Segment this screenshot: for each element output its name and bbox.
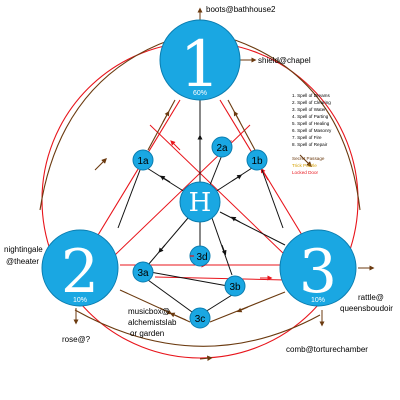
secret-arc-right	[234, 39, 361, 211]
room-3a-label: 3a	[137, 268, 149, 279]
secret-arc-bottom	[74, 309, 321, 347]
conn-h-3	[219, 211, 286, 246]
item-musicbox-alt: or garden	[130, 329, 164, 338]
secret-arrow	[233, 110, 241, 123]
room-3a[interactable]: 3a	[132, 261, 154, 283]
conn-arrow	[231, 174, 243, 182]
edge-1-2	[94, 99, 181, 241]
room-1[interactable]: 1 60%	[159, 19, 241, 102]
room-1b-label: 1b	[251, 156, 263, 167]
conn-h-3b	[211, 217, 233, 276]
item-nightingale-location: @theater	[6, 257, 39, 266]
room-2-percent: 10%	[73, 297, 87, 304]
secret-arrow	[162, 110, 170, 123]
conn-arrow	[158, 244, 166, 253]
legend-spell-5: 5. Spell of Healing	[292, 121, 330, 126]
item-shield: shield@chapel	[258, 56, 311, 65]
conn-arrow	[221, 244, 227, 256]
room-3d[interactable]: 3d	[189, 245, 211, 267]
conn-arrow	[159, 175, 171, 183]
legend-spell-8: 8. Spell of Repair	[292, 142, 328, 147]
item-rattle-location: queensboudoir	[340, 304, 393, 313]
secret-arc-left	[39, 39, 171, 211]
legend-spell-3: 3. Spell of Water	[292, 107, 326, 112]
legend: 1. Spell of Dreams 2. Spell of Clearing …	[292, 93, 332, 175]
conn-3a-3c	[147, 279, 193, 313]
secret-1b-1	[227, 99, 256, 151]
item-musicbox-location: alchemistslab	[128, 318, 177, 327]
secret-arrow	[299, 154, 312, 167]
room-3d-label: 3d	[196, 252, 207, 263]
room-h[interactable]: H	[179, 181, 221, 223]
conn-arrow	[230, 216, 241, 223]
conn-3b-3c	[204, 294, 233, 313]
item-musicbox: musicbox@	[128, 307, 170, 316]
room-1a-label: 1a	[137, 156, 149, 167]
legend-spell-2: 2. Spell of Clearing	[292, 100, 331, 105]
conn-h-2a	[209, 154, 223, 186]
room-3c-label: 3c	[195, 314, 206, 325]
room-1a[interactable]: 1a	[132, 149, 154, 171]
pointer-musicbox	[169, 312, 187, 321]
room-3-percent: 10%	[311, 297, 325, 304]
legend-locked-door: Locked Door	[292, 170, 319, 175]
conn-h-3a	[147, 217, 189, 266]
room-2[interactable]: 2 10%	[41, 229, 119, 307]
room-3[interactable]: 3 10%	[279, 229, 357, 307]
legend-spell-1: 1. Spell of Dreams	[292, 93, 330, 98]
legend-trick-puzzle: Trick Puzzle	[292, 163, 317, 168]
room-2a[interactable]: 2a	[211, 136, 233, 158]
room-1b[interactable]: 1b	[246, 149, 268, 171]
item-rattle: rattle@	[358, 293, 384, 302]
room-h-label: H	[189, 188, 212, 218]
red-chord-3a-3	[154, 276, 286, 281]
room-1-label: 1	[180, 28, 221, 102]
room-3-label: 3	[299, 237, 337, 307]
secret-arrow	[236, 306, 249, 313]
item-nightingale: nightingale	[4, 245, 43, 254]
room-3b[interactable]: 3b	[224, 275, 246, 297]
locked-arrow	[170, 140, 181, 151]
item-boots: boots@bathhouse2	[206, 5, 276, 14]
legend-spell-4: 4. Spell of Parting	[292, 114, 329, 119]
legend-secret-passage: Secret Passage	[292, 156, 325, 161]
room-1-percent: 60%	[193, 90, 207, 97]
item-rose: rose@?	[62, 335, 91, 344]
room-3b-label: 3b	[229, 282, 241, 293]
legend-spell-7: 7. Spell of Fire	[292, 135, 322, 140]
item-comb: comb@torturechamber	[286, 345, 368, 354]
legend-spell-6: 6. Spell of Masonry	[292, 128, 332, 133]
room-2a-label: 2a	[216, 143, 228, 154]
room-2-label: 2	[61, 237, 99, 307]
secret-arrow	[94, 158, 107, 171]
conn-1a-2	[117, 169, 141, 229]
conn-1b-3	[261, 169, 284, 229]
conn-3a-3b	[149, 271, 229, 287]
secret-arrow	[159, 307, 173, 315]
secret-1a-1	[147, 99, 176, 151]
room-3c[interactable]: 3c	[189, 307, 211, 329]
secret-arrow	[199, 355, 213, 362]
